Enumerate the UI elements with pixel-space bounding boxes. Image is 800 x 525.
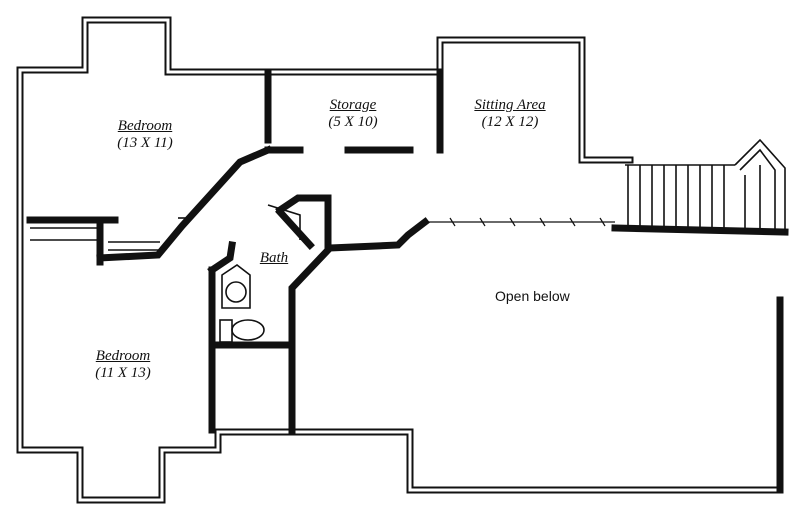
- staircase: [625, 138, 786, 235]
- closet-shelves: [30, 217, 192, 251]
- exterior-walls: [16, 16, 784, 504]
- sitting-area-label: Sitting Area (12 X 12): [455, 97, 565, 131]
- room-dimensions: (5 X 10): [328, 114, 378, 130]
- bath-label: Bath: [252, 250, 296, 267]
- room-name: Storage: [329, 97, 377, 113]
- railing: [425, 217, 789, 236]
- bedroom-lower-label: Bedroom (11 X 13): [78, 348, 168, 382]
- bedroom-upper-label: Bedroom (13 X 11): [100, 118, 190, 152]
- room-dimensions: (11 X 13): [95, 365, 151, 381]
- room-name: Bedroom: [117, 118, 173, 134]
- bath-fixtures: [219, 204, 301, 343]
- room-dimensions: (12 X 12): [481, 114, 539, 130]
- room-name: Sitting Area: [474, 97, 546, 113]
- storage-label: Storage (5 X 10): [308, 97, 398, 131]
- room-dimensions: (13 X 11): [117, 135, 173, 151]
- room-name: Bath: [259, 250, 289, 266]
- room-name: Bedroom: [95, 348, 151, 364]
- interior-walls: [26, 68, 444, 434]
- open-below-label: Open below: [495, 288, 570, 304]
